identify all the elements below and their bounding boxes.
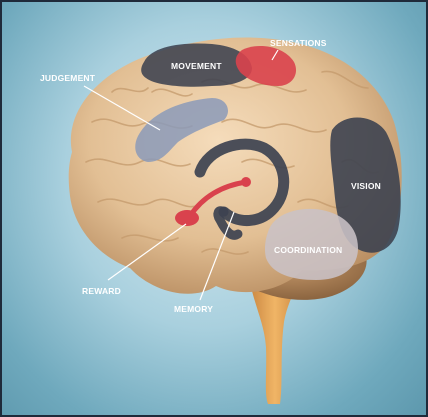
label-coordination: COORDINATION (274, 245, 342, 255)
label-movement: MOVEMENT (171, 61, 222, 71)
reward-region (175, 210, 199, 226)
label-memory: MEMORY (174, 304, 213, 314)
reward-endpoint (241, 177, 251, 187)
label-vision: VISION (351, 181, 381, 191)
label-sensations: SENSATIONS (270, 38, 327, 48)
label-reward: REWARD (82, 286, 121, 296)
label-judgement: JUDGEMENT (40, 73, 96, 83)
